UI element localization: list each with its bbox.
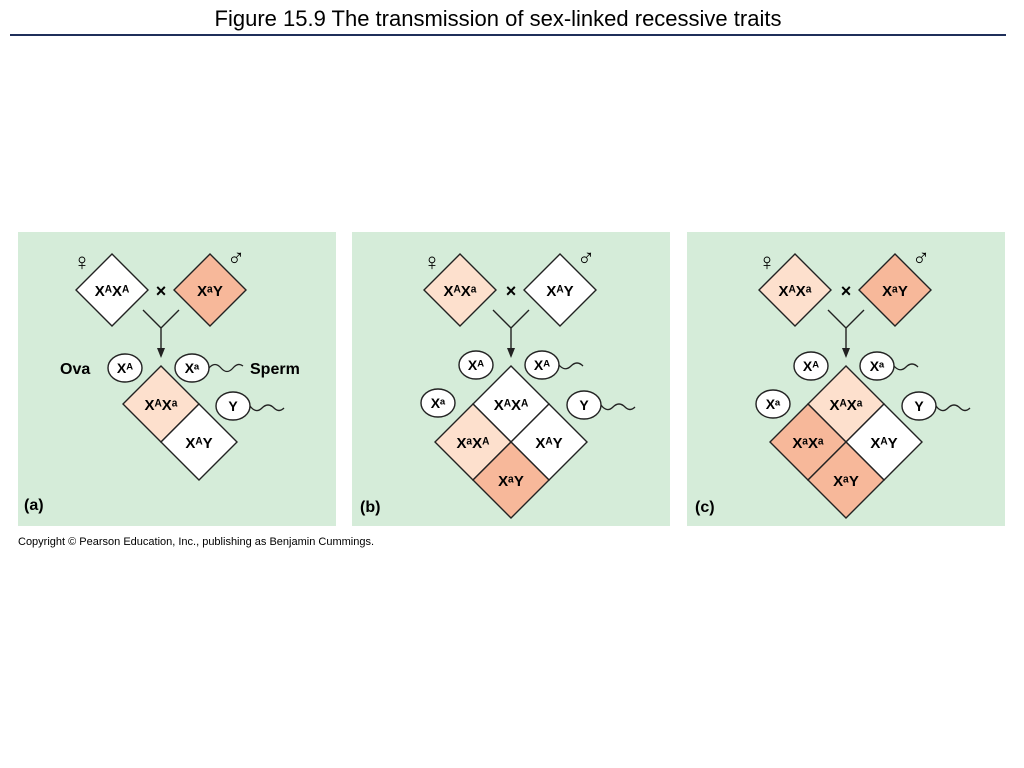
- mother-genotype-diamond: [758, 253, 832, 327]
- sperm-tail-2: [249, 404, 285, 412]
- offspring-cell: [472, 441, 550, 519]
- offspring-genotype: XᴬY: [870, 435, 897, 452]
- panel-c: ♀ ♂ XᴬXᵃ × XᵃY Xᴬ Xᵃ Xᵃ Y XᴬXᵃ XᴬY XᵃXᵃ …: [687, 232, 1005, 526]
- sperm-gamete-label: Xᴬ: [534, 357, 550, 373]
- ova-gamete-1: [458, 350, 494, 380]
- male-symbol: ♂: [227, 245, 245, 272]
- panel-letter: (a): [24, 497, 44, 514]
- ova-gamete-label: Xᴬ: [117, 360, 133, 376]
- sperm-tail-2: [935, 404, 971, 412]
- female-symbol: ♀: [423, 249, 441, 276]
- mother-genotype: XᴬXᴬ: [95, 283, 130, 300]
- female-symbol: ♀: [758, 249, 776, 276]
- cross-symbol: ×: [506, 281, 517, 301]
- male-symbol: ♂: [912, 245, 930, 272]
- sperm-tail-1: [208, 363, 244, 373]
- offspring-genotype: XᴬXᵃ: [145, 397, 178, 414]
- sperm-gamete-label: Xᵃ: [870, 358, 885, 374]
- ova-gamete-label: Xᴬ: [803, 358, 819, 374]
- ova-gamete-1: [793, 351, 829, 381]
- sperm-tail-2: [600, 403, 636, 411]
- cross-symbol: ×: [156, 281, 167, 301]
- title-rule: [10, 34, 1006, 36]
- ova-gamete-2: [420, 388, 456, 418]
- mother-genotype: XᴬXᵃ: [444, 283, 477, 300]
- sperm-gamete-label: Y: [228, 398, 238, 414]
- father-genotype: XᵃY: [197, 283, 223, 300]
- cross-symbol: ×: [841, 281, 852, 301]
- panel-a-diagram: ♀ ♂ XᴬXᴬ × XᵃY Ova Sperm Xᴬ Xᵃ Y XᴬXᵃ Xᴬ…: [24, 245, 300, 514]
- offspring-genotype: XᴬY: [535, 435, 562, 452]
- ova-gamete-label: Xᵃ: [431, 395, 446, 411]
- father-genotype: XᵃY: [882, 283, 908, 300]
- offspring-cell: [807, 441, 885, 519]
- offspring-genotype: XᵃXᵃ: [792, 435, 824, 452]
- ova-gamete-2: [755, 389, 791, 419]
- sperm-tail-1: [893, 363, 919, 371]
- arrow-head: [157, 348, 165, 358]
- father-genotype-diamond: [858, 253, 932, 327]
- father-genotype-diamond: [523, 253, 597, 327]
- female-symbol: ♀: [73, 249, 91, 276]
- sperm-tail-1: [558, 362, 584, 370]
- offspring-genotype: XᴬXᵃ: [830, 397, 863, 414]
- arrow-head: [842, 348, 850, 358]
- offspring-genotype: XᵃXᴬ: [457, 435, 491, 452]
- mother-genotype-diamond: [75, 253, 149, 327]
- merge-lines: [142, 309, 180, 350]
- offspring-genotype: XᵃY: [498, 473, 524, 490]
- panel-b: ♀ ♂ XᴬXᵃ × XᴬY Xᴬ Xᵃ Xᴬ Y XᴬXᴬ XᴬY XᵃXᴬ …: [352, 232, 670, 526]
- ova-label: Ova: [60, 361, 90, 378]
- sperm-gamete-label: Y: [579, 397, 589, 413]
- panel-a: ♀ ♂ XᴬXᴬ × XᵃY Ova Sperm Xᴬ Xᵃ Y XᴬXᵃ Xᴬ…: [18, 232, 336, 526]
- arrow-head: [507, 348, 515, 358]
- merge-lines: [492, 309, 530, 350]
- father-genotype-diamond: [173, 253, 247, 327]
- offspring-genotype: XᴬXᴬ: [494, 397, 529, 414]
- panel-letter: (c): [695, 499, 715, 516]
- father-genotype: XᴬY: [546, 283, 573, 300]
- ova-gamete-1: [107, 353, 143, 383]
- mother-genotype-diamond: [423, 253, 497, 327]
- sperm-gamete-label: Y: [914, 398, 924, 414]
- merge-lines: [827, 309, 865, 350]
- ova-gamete-label: Xᵃ: [766, 396, 781, 412]
- sperm-label: Sperm: [250, 361, 300, 378]
- male-symbol: ♂: [577, 245, 595, 272]
- sperm-gamete-label: Xᵃ: [185, 360, 200, 376]
- mother-genotype: XᴬXᵃ: [779, 283, 812, 300]
- copyright-notice: Copyright © Pearson Education, Inc., pub…: [18, 536, 375, 548]
- ova-gamete-label: Xᴬ: [468, 357, 484, 373]
- panel-c-diagram: ♀ ♂ XᴬXᵃ × XᵃY Xᴬ Xᵃ Xᵃ Y XᴬXᵃ XᴬY XᵃXᵃ …: [695, 245, 971, 519]
- panel-b-diagram: ♀ ♂ XᴬXᵃ × XᴬY Xᴬ Xᵃ Xᴬ Y XᴬXᴬ XᴬY XᵃXᴬ …: [360, 245, 636, 519]
- panel-letter: (b): [360, 499, 380, 516]
- offspring-genotype: XᴬY: [185, 435, 212, 452]
- offspring-genotype: XᵃY: [833, 473, 859, 490]
- offspring-cell: [160, 403, 238, 481]
- figure-title: Figure 15.9 The transmission of sex-link…: [214, 6, 782, 31]
